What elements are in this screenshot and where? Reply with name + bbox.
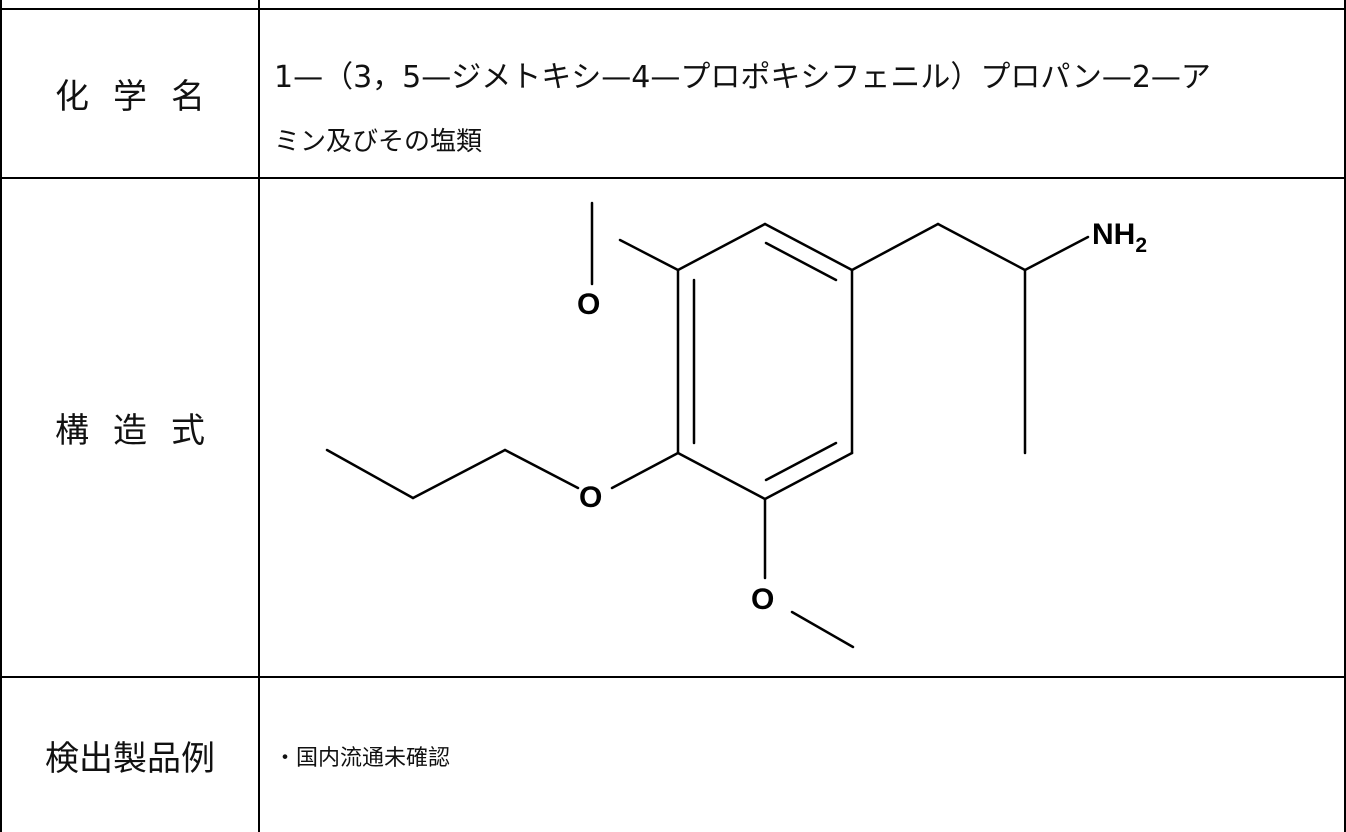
table-border-top (0, 8, 1346, 10)
bond-o-bottom-methyl (790, 610, 855, 649)
table-border-right (1344, 0, 1346, 832)
chemical-name-line-1: 1—（3，5—ジメトキシ—4—プロポキシフェニル）プロパン—2—ア (274, 60, 1211, 95)
ring-bond-bottom-left (676, 451, 767, 501)
ring-double-bond-2 (764, 441, 838, 482)
bond-ring-ch2 (850, 222, 940, 272)
ring-bond-bottom-right (763, 451, 854, 501)
label-chemical-name: 化 学 名 (55, 77, 205, 117)
bond-ch-n (1023, 235, 1090, 272)
label-structural-formula: 構 造 式 (55, 411, 205, 451)
bond-propyl-3 (325, 448, 415, 500)
bond-ch2-ch (936, 222, 1027, 272)
atom-amine: NH2 (1092, 218, 1147, 257)
table-border-left (0, 0, 2, 832)
atom-amine-subscript: 2 (1135, 234, 1147, 257)
bond-o-propyl-1 (503, 448, 580, 490)
structural-formula-diagram: O O O NH2 (325, 201, 1147, 649)
detected-products-value: ・国内流通未確認 (274, 746, 451, 771)
ring-bond-top-right (763, 222, 854, 272)
chemical-name-line-2: ミン及びその塩類 (274, 127, 483, 157)
bond-propyl-2 (411, 448, 507, 500)
ring-bond-top-left (676, 222, 767, 272)
row-divider-2 (0, 676, 1346, 678)
atom-oxygen-left: O (579, 481, 602, 514)
atom-amine-symbol: NH (1092, 218, 1135, 251)
bond-ring-o-top (618, 238, 680, 272)
label-detected-products: 検出製品例 (45, 738, 215, 779)
row-divider-1 (0, 177, 1346, 179)
atom-oxygen-bottom: O (751, 583, 774, 616)
bond-ring-o-left (610, 451, 680, 490)
column-divider (258, 0, 260, 832)
atom-oxygen-top: O (577, 288, 600, 321)
ring-double-bond-1 (764, 241, 838, 282)
